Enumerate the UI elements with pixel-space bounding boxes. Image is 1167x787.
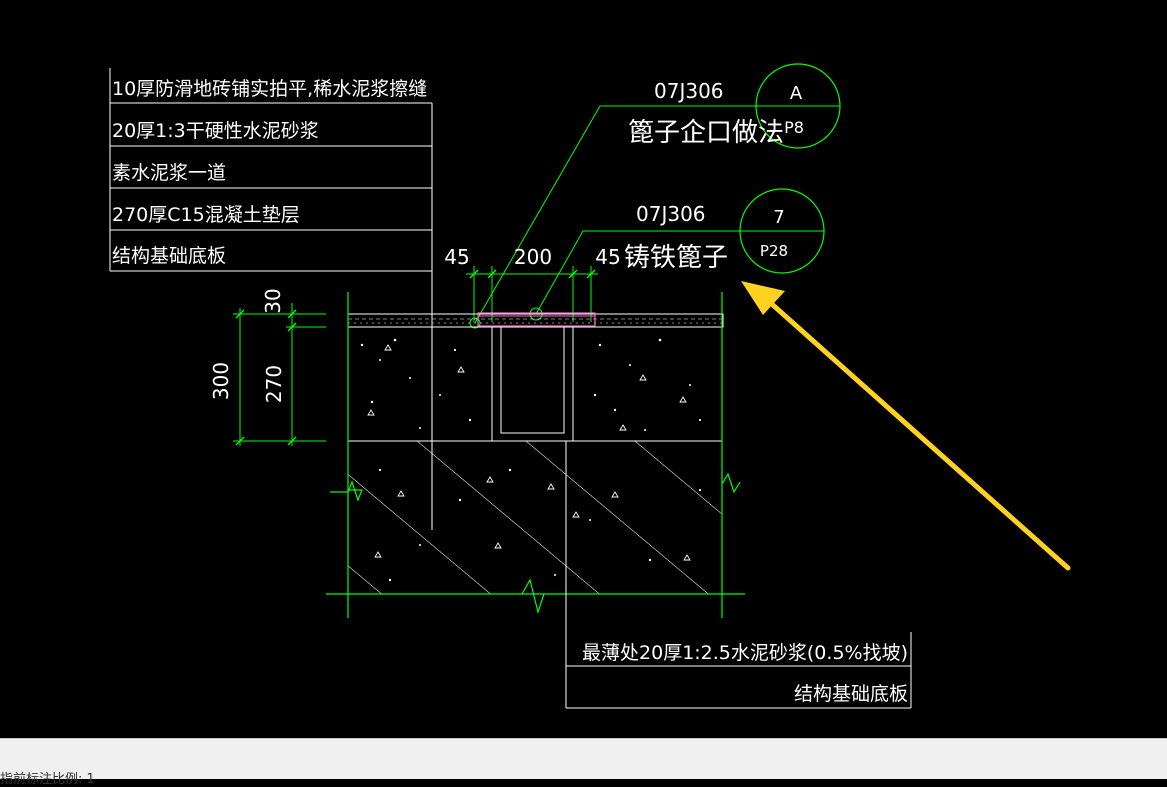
cast-iron-grate: [477, 312, 596, 327]
reference-symbol-b: 07J306 7 P28 铸铁篦子: [529, 188, 825, 321]
layer-label: 最薄处20厚1:2.5水泥砂浆(0.5%找坡): [582, 642, 908, 664]
layer-label: 20厚1:3干硬性水泥砂浆: [112, 120, 319, 142]
left-layer-callout: 10厚防滑地砖铺实拍平,稀水泥浆擦缝 20厚1:3干硬性水泥砂浆 素水泥浆一道 …: [109, 68, 433, 530]
detail-number: A: [790, 83, 803, 104]
drain-channel-inner: [500, 326, 565, 434]
command-prompt-text: 指前标注比例: 1: [0, 772, 95, 787]
dimension-text: 270: [262, 365, 286, 403]
sheet-number: P8: [784, 118, 804, 137]
reference-code: 07J306: [654, 79, 724, 103]
layer-label: 10厚防滑地砖铺实拍平,稀水泥浆擦缝: [112, 78, 427, 100]
dimension-text: 45: [444, 245, 469, 269]
sheet-number: P28: [760, 242, 788, 260]
layer-label: 270厚C15混凝土垫层: [112, 204, 300, 226]
dimension-text: 45: [595, 245, 620, 269]
concrete-aggregate: [360, 338, 702, 582]
reference-description: 篦子企口做法: [628, 118, 784, 148]
detail-number: 7: [773, 207, 784, 228]
dimension-text: 200: [514, 245, 552, 269]
drawing-svg: 10厚防滑地砖铺实拍平,稀水泥浆擦缝 20厚1:3干硬性水泥砂浆 素水泥浆一道 …: [109, 63, 1071, 709]
annotation-arrow: [741, 281, 1071, 571]
concrete-triangles: [367, 344, 691, 561]
left-dimensions: 30 270 300: [209, 288, 326, 446]
layer-label: 结构基础底板: [112, 245, 226, 267]
right-layer-callout: 最薄处20厚1:2.5水泥砂浆(0.5%找坡) 结构基础底板: [566, 632, 912, 709]
reference-symbol-a: 07J306 A P8 篦子企口做法: [469, 63, 841, 329]
layer-label: 结构基础底板: [794, 683, 908, 705]
dimension-text: 30: [261, 288, 285, 313]
reference-description: 铸铁篦子: [624, 243, 728, 273]
section-body: [326, 292, 745, 708]
layer-label: 素水泥浆一道: [112, 162, 226, 184]
reference-code: 07J306: [636, 202, 706, 226]
dimension-text: 300: [209, 362, 233, 400]
command-line-bar[interactable]: 指前标注比例: 1: [0, 738, 1167, 787]
cad-drawing-canvas[interactable]: 10厚防滑地砖铺实拍平,稀水泥浆擦缝 20厚1:3干硬性水泥砂浆 素水泥浆一道 …: [0, 0, 1167, 738]
base-slab-hatch: [348, 441, 722, 594]
top-dimensions: 45 200 45: [444, 245, 621, 322]
